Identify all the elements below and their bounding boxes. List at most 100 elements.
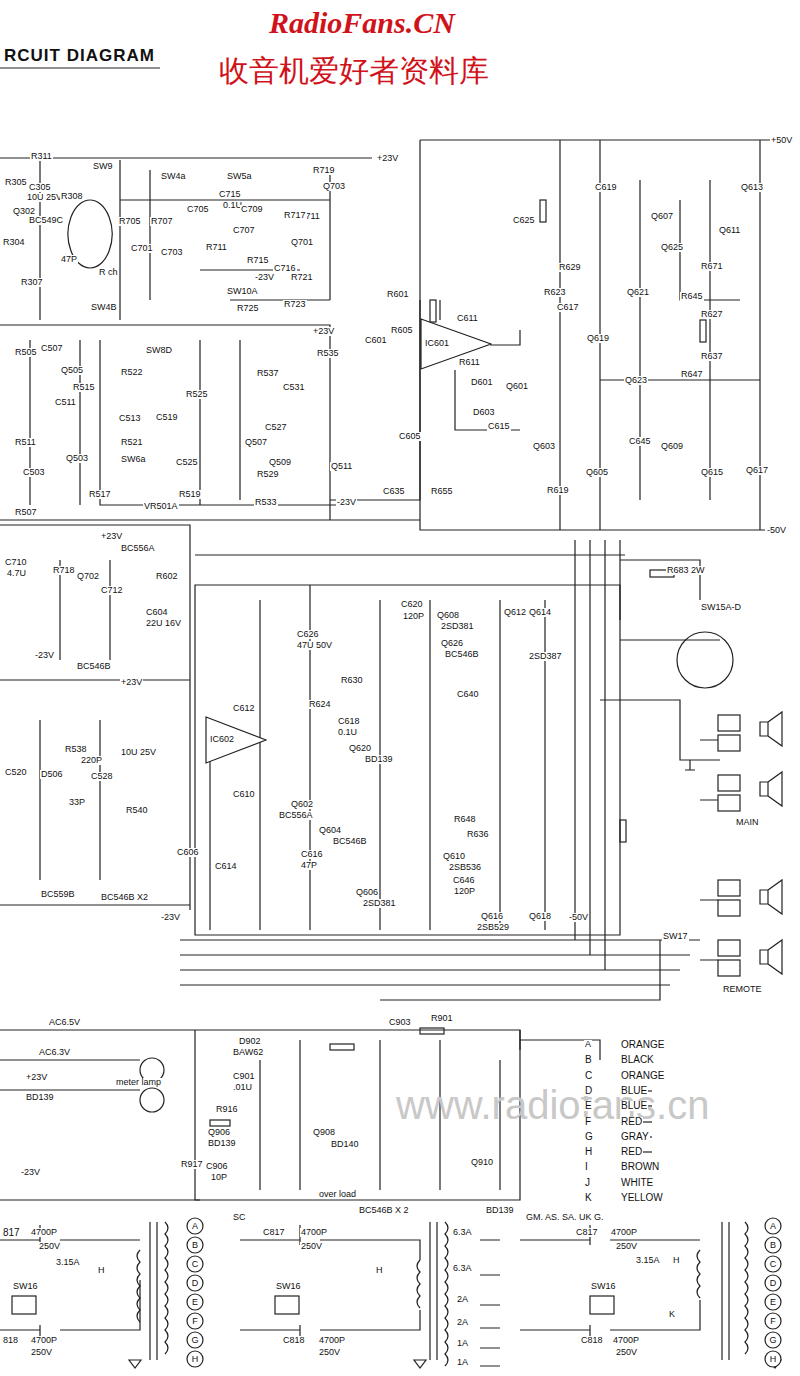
component-label: GM. AS. SA. UK G. xyxy=(525,1213,605,1222)
component-label: C617 xyxy=(556,303,580,312)
terminal-ring xyxy=(187,1294,203,1310)
component-label: D601 xyxy=(470,378,494,387)
component-label: C712 xyxy=(100,586,124,595)
component-label: R511 xyxy=(14,438,37,447)
component-label: C817 xyxy=(262,1228,286,1237)
watermark: 收音机爱好者资料库 xyxy=(218,56,490,86)
component-label: SW10A xyxy=(226,287,259,296)
wire-color-code: ORANGE xyxy=(620,1040,665,1050)
component-label: C645 xyxy=(628,437,652,446)
terminal-circle: B xyxy=(186,1236,204,1254)
component-label: SC xyxy=(232,1213,247,1222)
speaker-label: MAIN xyxy=(735,818,760,827)
terminal-ring xyxy=(765,1237,781,1253)
component-label: Q602 xyxy=(290,800,314,809)
component-label: 3.15A xyxy=(55,1258,81,1267)
component-label: C901 xyxy=(232,1072,256,1081)
transformer-core xyxy=(728,1222,729,1360)
component-label: 2SD387 xyxy=(528,652,563,661)
component-label: 22U 16V xyxy=(145,619,182,628)
component-label: +23V xyxy=(312,327,335,336)
wire-color-code: J xyxy=(584,1178,591,1188)
component-label: C818 xyxy=(282,1336,306,1345)
component-label: -23V xyxy=(20,1168,41,1177)
component-label: R605 xyxy=(390,326,414,335)
wire-color-code: H xyxy=(584,1147,593,1157)
terminal-circle: F xyxy=(764,1312,782,1330)
component-label: R637 xyxy=(700,352,724,361)
wire-color-code: E xyxy=(584,1101,593,1111)
component-label: BD139 xyxy=(207,1139,237,1148)
component-label: Q615 xyxy=(700,468,724,477)
component-label: C610 xyxy=(232,790,256,799)
component-label: Q910 xyxy=(470,1158,494,1167)
terminal-circle: C xyxy=(764,1255,782,1273)
component-label: C612 xyxy=(232,704,256,713)
component-label: BAW62 xyxy=(232,1048,264,1057)
component-label: C525 xyxy=(175,458,199,467)
component-label: K xyxy=(668,1310,676,1319)
component-label: R304 xyxy=(2,238,26,247)
component-label: C528 xyxy=(90,772,114,781)
component-label: SW16 xyxy=(275,1282,302,1291)
component-label: R307 xyxy=(20,278,44,287)
terminal-circle: G xyxy=(764,1331,782,1349)
component-label: 250V xyxy=(30,1348,53,1357)
component-label: AC6.3V xyxy=(38,1048,71,1057)
component-label: C503 xyxy=(22,468,46,477)
component-label: R521 xyxy=(120,438,144,447)
component-label: BD139 xyxy=(485,1206,515,1215)
component-label: Q617 xyxy=(745,466,769,475)
node-text: G xyxy=(769,1336,776,1345)
node-text: F xyxy=(770,1317,776,1326)
component-label: Q302 xyxy=(12,207,36,216)
node-text: E xyxy=(770,1298,776,1307)
component-label: C646 xyxy=(452,876,476,885)
node-text: C xyxy=(192,1260,199,1269)
component-label: R619 xyxy=(546,486,570,495)
component-label: Q511 xyxy=(330,462,353,471)
component-label: 1A xyxy=(456,1339,469,1348)
terminal-ring xyxy=(187,1256,203,1272)
component-label: SW4a xyxy=(160,172,187,181)
component-label: SW16 xyxy=(590,1282,617,1291)
component-label: R519 xyxy=(178,490,202,499)
component-label: C640 xyxy=(456,690,480,699)
terminal-circle: F xyxy=(186,1312,204,1330)
component-label: Q505 xyxy=(60,366,84,375)
transformer-winding xyxy=(137,1250,140,1322)
component-label: 4700P xyxy=(610,1228,638,1237)
component-label: Q618 xyxy=(528,912,552,921)
component-label: D506 xyxy=(40,770,64,779)
component-label: BD139 xyxy=(25,1093,55,1102)
terminal-circle: H xyxy=(764,1350,782,1368)
component-label: Q623 xyxy=(624,376,648,385)
diagram-title: RCUIT DIAGRAM xyxy=(4,46,155,66)
transformer-winding xyxy=(417,1260,420,1308)
component-label: H xyxy=(375,1266,384,1275)
component-label: C531 xyxy=(282,383,306,392)
terminal-circle: E xyxy=(764,1293,782,1311)
component-label: R ch xyxy=(98,268,119,277)
component-label: R311 xyxy=(30,152,53,161)
component-label: 4700P xyxy=(300,1228,328,1237)
component-label: Q906 xyxy=(207,1128,231,1137)
component-label: C818 xyxy=(580,1336,604,1345)
watermark: www.radiofans.cn xyxy=(395,1085,710,1125)
node-text: B xyxy=(192,1241,198,1250)
component-label: -23V xyxy=(336,498,357,507)
component-label: 4700P xyxy=(30,1228,58,1237)
component-label: R624 xyxy=(308,700,332,709)
terminal-ring xyxy=(187,1275,203,1291)
component-label: 10U 25V xyxy=(120,748,157,757)
terminal-circle: H xyxy=(186,1350,204,1368)
node-text: D xyxy=(770,1279,777,1288)
component-label: +23V xyxy=(120,678,143,687)
component-label: R623 xyxy=(543,288,567,297)
component-label: -23V xyxy=(254,273,275,282)
component-label: VR501A xyxy=(143,502,179,511)
component-label: C625 xyxy=(512,216,536,225)
component-label: C626 xyxy=(296,630,320,639)
component-label: D603 xyxy=(472,408,496,417)
component-label: C527 xyxy=(264,423,288,432)
